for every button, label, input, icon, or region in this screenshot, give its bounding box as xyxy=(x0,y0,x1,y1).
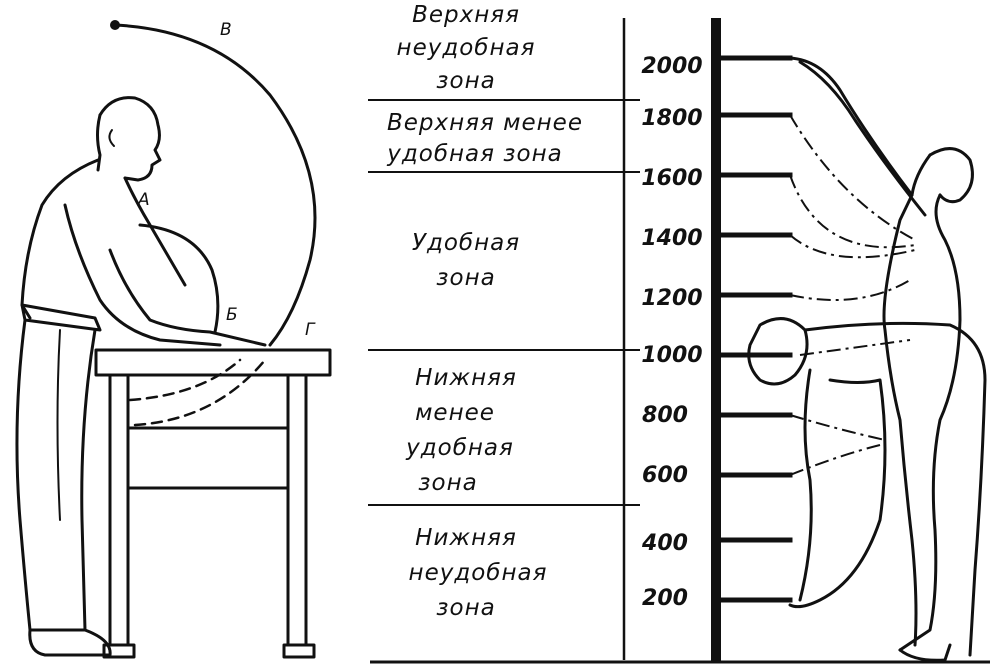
maximum-reach-arc xyxy=(113,23,317,347)
zone-lower-less-comfortable-line-1: Нижняя xyxy=(415,365,517,391)
zone-lower-less-comfortable-line-2: менее xyxy=(415,400,495,426)
worker-leg-front xyxy=(80,328,97,632)
zone-upper-uncomfortable-line-2: неудобная xyxy=(397,35,536,61)
worker-belt xyxy=(20,303,102,332)
worker-arm-lower xyxy=(108,248,267,347)
crouching-figure-arm xyxy=(798,368,813,602)
worker-arm-upper xyxy=(63,203,222,347)
zone-lower-uncomfortable: Нижняя неудобная зона xyxy=(409,525,548,621)
zone-upper-less-comfortable-line-2: удобная зона xyxy=(386,141,562,167)
scale-tick-1800: 1800 xyxy=(641,106,702,131)
table-foot-left xyxy=(102,643,136,659)
height-scale: 2000 1800 1600 1400 1200 1000 800 600 40… xyxy=(622,18,703,660)
zone-upper-uncomfortable: Верхняя неудобная зона xyxy=(397,2,536,94)
scale-tick-800: 800 xyxy=(642,403,688,428)
scale-tick-1400: 1400 xyxy=(641,226,702,251)
worker-back xyxy=(20,158,100,320)
zone-lower-uncomfortable-line-2: неудобная xyxy=(409,560,548,586)
zone-labels: Верхняя неудобная зона Верхняя менее удо… xyxy=(368,2,640,621)
point-label-b: Б xyxy=(226,305,238,325)
point-label-v: В xyxy=(220,20,232,40)
figure-foot xyxy=(898,643,952,662)
figure-front-profile xyxy=(882,153,932,647)
table-leg-left xyxy=(108,373,130,647)
zone-lower-uncomfortable-line-3: зона xyxy=(436,595,495,621)
figure-raised-arm-upper xyxy=(788,56,914,197)
zone-upper-less-comfortable-line-1: Верхняя менее xyxy=(387,110,583,136)
zone-lower-less-comfortable-line-4: зона xyxy=(418,470,477,496)
reach-line-1400 xyxy=(789,234,916,259)
scale-tick-600: 600 xyxy=(642,463,688,488)
table-leg-right xyxy=(286,373,308,647)
reach-line-600 xyxy=(789,444,881,476)
worker-head xyxy=(98,96,162,182)
zone-comfortable-line-1: Удобная xyxy=(412,230,520,256)
worker-shoe xyxy=(28,628,112,657)
worker-chest xyxy=(123,176,187,287)
figure-raised-arm-lower xyxy=(798,60,927,217)
crouching-figure-head xyxy=(747,317,809,386)
rack-upright xyxy=(711,18,721,663)
zone-upper-uncomfortable-line-1: Верхняя xyxy=(412,2,520,28)
point-label-a: А xyxy=(137,190,150,210)
scale-tick-200: 200 xyxy=(642,586,688,611)
zone-lower-less-comfortable-line-3: удобная xyxy=(405,435,514,461)
zone-upper-less-comfortable: Верхняя менее удобная зона xyxy=(386,110,583,167)
dashed-reach-curve-2 xyxy=(133,358,267,427)
zone-lower-uncomfortable-line-1: Нижняя xyxy=(415,525,517,551)
point-label-g: Г xyxy=(305,320,316,340)
worker-at-table-figure: В А Б Г xyxy=(15,20,332,659)
scale-tick-1000: 1000 xyxy=(641,343,702,368)
crouching-figure-leg xyxy=(788,378,887,609)
table-foot-right xyxy=(282,643,316,659)
shelving-rack xyxy=(370,18,990,664)
zone-upper-uncomfortable-line-3: зона xyxy=(436,68,495,94)
reach-line-1200 xyxy=(789,279,911,301)
scale-tick-1200: 1200 xyxy=(641,286,702,311)
reach-line-1800 xyxy=(789,114,916,241)
crouching-figure-back xyxy=(803,321,987,657)
comfortable-reach-arc xyxy=(138,223,220,334)
side-view-figure xyxy=(747,56,987,662)
reach-line-800 xyxy=(789,414,886,441)
figure-head xyxy=(928,147,974,204)
worker-leg-back xyxy=(15,318,32,632)
reach-line-1000 xyxy=(799,339,911,356)
worker-leg-crease xyxy=(56,329,61,521)
scale-tick-2000: 2000 xyxy=(641,54,702,79)
reach-line-1600 xyxy=(789,174,916,249)
scale-tick-1600: 1600 xyxy=(641,166,702,191)
zone-comfortable-line-2: зона xyxy=(436,265,495,291)
table-top xyxy=(94,348,332,377)
scale-tick-400: 400 xyxy=(641,531,688,556)
zone-lower-less-comfortable: Нижняя менее удобная зона xyxy=(405,365,517,496)
zone-comfortable: Удобная зона xyxy=(412,230,520,291)
figure-back-profile xyxy=(898,193,962,652)
worker-ear xyxy=(108,129,115,147)
dashed-reach-curve-1 xyxy=(128,358,242,402)
worker-back-of-head xyxy=(96,113,102,172)
